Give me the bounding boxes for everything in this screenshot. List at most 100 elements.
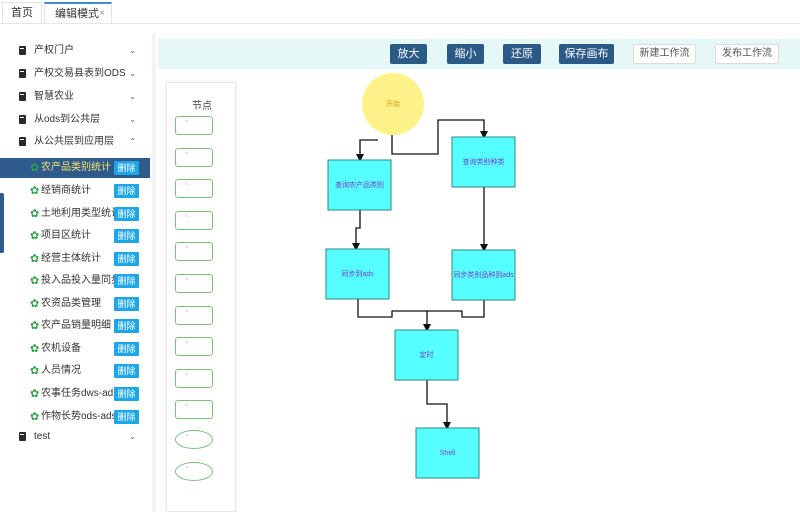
save-canvas-button[interactable]: 保存画布	[559, 44, 614, 64]
workflow-node-timer[interactable]	[394, 329, 459, 381]
workflow-node-shell[interactable]	[415, 427, 480, 479]
chevron-down-icon: ⌄	[129, 69, 136, 78]
book-icon	[19, 115, 26, 124]
gear-icon: ✿	[30, 275, 40, 287]
workflow-edges	[352, 119, 488, 430]
sidebar-subitem[interactable]: ✿ 农产品销量明细 删除	[0, 316, 150, 336]
sidebar-subitem[interactable]: ✿ 农机设备 删除	[0, 339, 150, 359]
palette-task-node[interactable]: ~	[175, 400, 213, 420]
delete-button[interactable]: 删除	[114, 342, 139, 356]
sidebar-subitem-label: 农事任务dws-ads	[41, 388, 119, 399]
sidebar-menu-test[interactable]: test ⌄	[0, 427, 150, 447]
chevron-down-icon: ⌄	[129, 432, 136, 441]
workflow-node-sync-ads[interactable]	[325, 248, 390, 300]
palette-task-node[interactable]: ~	[175, 337, 213, 357]
palette-task-node[interactable]: ~	[175, 147, 213, 167]
publish-workflow-button[interactable]: 发布工作流	[715, 44, 779, 64]
palette-node-hint: ~	[185, 308, 189, 315]
workflow-edge[interactable]	[427, 300, 485, 318]
sidebar-menu-ods-to-common[interactable]: 从ods到公共层 ⌄	[0, 110, 150, 130]
delete-button[interactable]: 删除	[114, 410, 139, 424]
chevron-down-icon: ⌄	[129, 115, 136, 124]
delete-button[interactable]: 删除	[114, 387, 139, 401]
workflow-edge[interactable]	[426, 380, 451, 430]
sidebar-subitem[interactable]: ✿ 人员情况 删除	[0, 361, 150, 381]
gear-icon: ✿	[30, 365, 40, 377]
palette-task-node[interactable]: ~	[175, 368, 213, 388]
palette-node-hint: ~	[185, 403, 189, 410]
palette-event-node[interactable]: ~	[175, 430, 213, 449]
sidebar-subitem[interactable]: ✿ 作物长势ods-ads 删除	[0, 407, 150, 427]
sidebar-subitem[interactable]: ✿ 投入品投入量同步 删除	[0, 271, 150, 291]
zoom-out-button[interactable]: 缩小	[447, 44, 484, 64]
palette-task-node[interactable]: ~	[175, 116, 213, 135]
new-workflow-button[interactable]: 新建工作流	[633, 44, 696, 64]
palette-node-hint: ~	[185, 340, 189, 347]
book-icon	[19, 137, 26, 146]
sidebar-subitem-label: 人员情况	[41, 365, 81, 376]
tab-edit-mode[interactable]: 编辑模式 ×	[44, 2, 112, 23]
sidebar-menu-property-portal[interactable]: 产权门户 ⌄	[0, 41, 150, 61]
sidebar-collapse-handle[interactable]	[0, 193, 4, 253]
workflow-node-label: 同步类别品种到ads	[453, 270, 514, 279]
palette-task-node[interactable]: ~	[175, 179, 213, 199]
delete-button[interactable]: 删除	[114, 161, 139, 175]
palette-task-node[interactable]: ~	[175, 210, 213, 230]
restore-button[interactable]: 还原	[503, 44, 541, 64]
sidebar-subitem-label: 投入品投入量同步	[41, 275, 121, 286]
delete-button[interactable]: 删除	[114, 319, 139, 333]
sidebar-subitem[interactable]: ✿ 项目区统计 删除	[0, 226, 150, 246]
sidebar-subitem-label: 作物长势ods-ads	[41, 411, 117, 422]
sidebar-subitem-label: 农产品销量明细	[41, 320, 111, 331]
sidebar-subitem[interactable]: ✿ 农产品类别统计 删除	[0, 158, 150, 178]
delete-button[interactable]: 删除	[114, 184, 139, 198]
delete-button[interactable]: 删除	[114, 207, 139, 221]
sidebar-subitem-label: 经销商统计	[41, 185, 91, 196]
workflow-node-sync-type-ads[interactable]	[451, 249, 516, 301]
zoom-in-button[interactable]: 放大	[390, 44, 427, 64]
palette-event-node[interactable]: ~	[175, 462, 213, 481]
sidebar-menu-property-ods[interactable]: 产权交易县表到ODS ⌄	[0, 64, 150, 84]
workflow-edge[interactable]	[357, 299, 431, 332]
tab-home[interactable]: 首页	[2, 2, 42, 23]
sidebar-menu-smart-agri[interactable]: 智慧农业 ⌄	[0, 87, 150, 107]
workflow-edge[interactable]	[356, 139, 378, 162]
sidebar-subitem-label: 土地利用类型统计	[41, 208, 121, 219]
delete-button[interactable]: 删除	[114, 364, 139, 378]
gear-icon: ✿	[30, 230, 40, 242]
start-node[interactable]	[362, 73, 424, 135]
palette-task-node[interactable]: ~	[175, 274, 213, 293]
delete-button[interactable]: 删除	[114, 297, 139, 311]
palette-task-node[interactable]: ~	[175, 242, 213, 262]
sidebar-subitem-label: 经营主体统计	[41, 253, 101, 264]
sidebar-menu-label: 从ods到公共层	[34, 114, 101, 125]
sidebar-subitem-label: 农资品类管理	[41, 298, 101, 309]
workflow-node-query-type[interactable]	[451, 136, 516, 188]
workflow-edge[interactable]	[352, 210, 361, 251]
chevron-up-icon: ⌃	[129, 137, 136, 146]
sidebar-subitem[interactable]: ✿ 经销商统计 删除	[0, 181, 150, 201]
sidebar-menu-common-to-app[interactable]: 从公共层到应用层 ⌃	[0, 132, 150, 152]
chevron-down-icon: ⌄	[129, 92, 136, 101]
sidebar-scroll-rail[interactable]	[152, 34, 156, 512]
workflow-node-query-agri[interactable]	[327, 159, 392, 211]
sidebar-subitem-label: 农机设备	[41, 343, 81, 354]
sidebar-menu-label: 智慧农业	[34, 91, 74, 102]
palette-task-node[interactable]: ~	[175, 305, 213, 325]
workflow-node-label: 定时	[420, 350, 434, 359]
close-icon[interactable]: ×	[99, 8, 105, 19]
palette-node-hint: ~	[185, 371, 189, 378]
delete-button[interactable]: 删除	[114, 274, 139, 288]
sidebar-subitem[interactable]: ✿ 农资品类管理 删除	[0, 294, 150, 314]
tab-bar: 首页 编辑模式 ×	[0, 0, 800, 24]
delete-button[interactable]: 删除	[114, 252, 139, 266]
sidebar-subitem[interactable]: ✿ 经营主体统计 删除	[0, 249, 150, 269]
workflow-edge[interactable]	[391, 119, 488, 155]
gear-icon: ✿	[30, 298, 40, 310]
sidebar-subitem[interactable]: ✿ 农事任务dws-ads 删除	[0, 384, 150, 404]
delete-button[interactable]: 删除	[114, 229, 139, 243]
sidebar-menu-label: 产权门户	[34, 45, 74, 56]
sidebar-subitem[interactable]: ✿ 土地利用类型统计 删除	[0, 204, 150, 224]
